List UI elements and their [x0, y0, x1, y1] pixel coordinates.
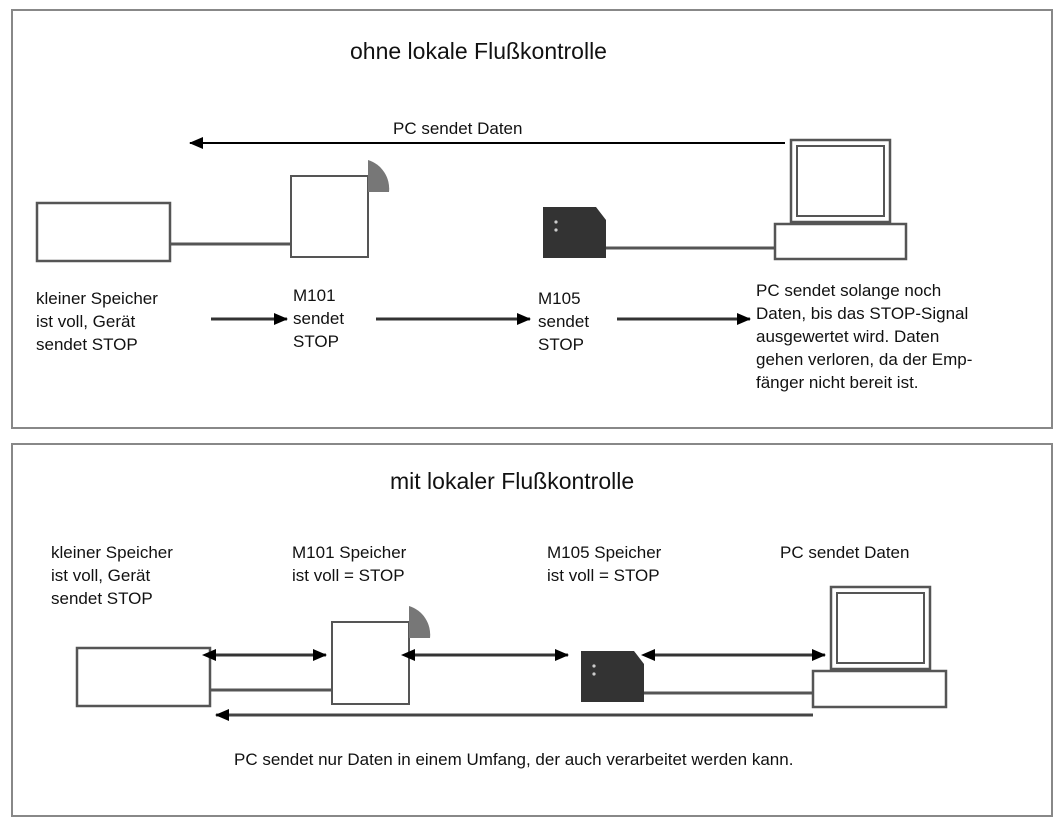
small-device-label: kleiner Speicher ist voll, Gerät sendet … [51, 543, 173, 608]
pc-label: PC sendet Daten [780, 543, 910, 562]
pc-label: PC sendet solange noch Daten, bis das ST… [756, 281, 973, 392]
bottom-caption: PC sendet nur Daten in einem Umfang, der… [234, 750, 794, 769]
m105-label: M105 Speicher ist voll = STOP [547, 543, 662, 585]
m101-label: M101 Speicher ist voll = STOP [292, 543, 407, 585]
m105-led-icon [592, 664, 596, 668]
m101-device [290, 175, 369, 258]
m101-antenna-icon [409, 606, 431, 638]
m105-label: M105 sendet STOP [538, 289, 590, 354]
small-device [75, 646, 212, 708]
arrow-label-pc-sends-data: PC sendet Daten [393, 119, 523, 138]
m105-led-icon [554, 220, 558, 224]
m105-led-icon [592, 672, 596, 676]
panel-top-frame [11, 9, 1053, 429]
pc-computer-icon [811, 585, 948, 709]
m101-device [331, 621, 410, 705]
panel-top-title: ohne lokale Flußkontrolle [350, 38, 607, 64]
small-device-label: kleiner Speicher ist voll, Gerät sendet … [36, 289, 158, 354]
m101-label: M101 sendet STOP [293, 286, 345, 351]
m105-device [581, 651, 644, 702]
panel-bottom-title: mit lokaler Flußkontrolle [390, 468, 635, 494]
pc-computer-icon [773, 138, 908, 261]
m105-device [543, 207, 606, 258]
m105-led-icon [554, 228, 558, 232]
m101-antenna-icon [368, 160, 390, 192]
small-device [35, 201, 172, 263]
panel-bottom-frame [11, 443, 1053, 817]
